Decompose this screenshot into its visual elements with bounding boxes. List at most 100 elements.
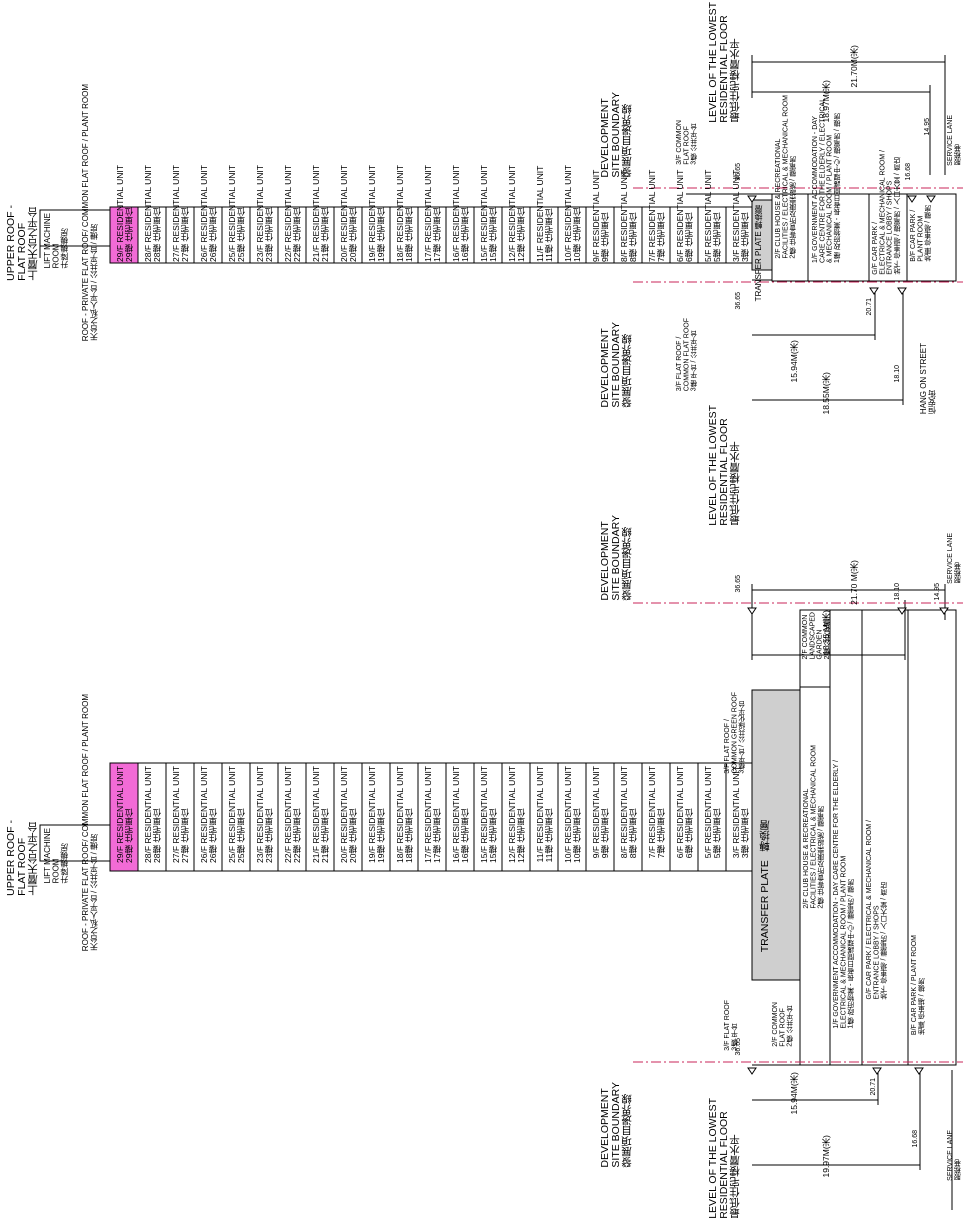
development-boundary-mid: DEVELOPMENT SITE BOUNDARY 發展項目邊界線 [599, 322, 634, 408]
a-floor-13: 15/F RESIDENTIAL UNIT 15樓 住宅單位 [479, 165, 498, 262]
b-floor-1: 28/F RESIDENTIAL UNIT 28樓 住宅單位 [143, 766, 162, 863]
a-floor-17: 9/F RESIDENTIAL UNIT 9樓 住宅單位 [591, 169, 610, 262]
level-36-65-a2: 36.65 [735, 292, 742, 310]
common-flat-roof-3f-label: 3/F COMMON FLAT ROOF 3樓 公共平台 [676, 120, 698, 165]
a-floor-3: 26/F RESIDENTIAL UNIT 26樓 住宅單位 [199, 165, 218, 262]
a-floor-2: 27/F RESIDENTIAL UNIT 27樓 住宅單位 [171, 165, 190, 262]
a-floor-0: 29/F RESIDENTIAL UNIT 29樓 住宅單位 [115, 165, 134, 262]
b-floor-9: 19/F RESIDENTIAL UNIT 19樓 住宅單位 [367, 766, 386, 863]
a-floor-4: 25/F RESIDENTIAL UNIT 25樓 住宅單位 [227, 165, 246, 262]
transfer-plate-label-a: TRANSFER PLATE 轉換層 [754, 205, 763, 302]
lift-machine-room-label-b: LIFT MACHINE ROOM 升降機機房 [43, 828, 69, 884]
podium-gf-b: G/F CAR PARK / ELECTRICAL & MECHANICAL R… [866, 820, 888, 1000]
b-floor-14: 12/F RESIDENTIAL UNIT 12樓 住宅單位 [507, 766, 526, 863]
lowest-level-label-top: LEVEL OF THE LOWEST RESIDENTIAL FLOOR 最低… [707, 2, 742, 123]
dim-21-70-b: 21.70 M(米) [849, 560, 859, 605]
level-18-10-a: 18.10 [894, 365, 901, 383]
hang-on-street: HANG ON STREET 恒安街 [919, 343, 937, 415]
a-floor-1: 28/F RESIDENTIAL UNIT 28樓 住宅單位 [143, 165, 162, 262]
a-floor-21: 5/F RESIDENTIAL UNIT 5樓 住宅單位 [703, 169, 722, 262]
b-floor-5: 23/F RESIDENTIAL UNIT 23樓 住宅單位 [255, 766, 274, 863]
podium-2f-a: 2/F CLUB HOUSE & RECREATIONAL FACILITIES… [775, 95, 797, 259]
podium-bf-a: B/F CAR PARK / PLANT ROOM 地庫 停車場 / 機房 [910, 205, 932, 262]
a-floor-6: 22/F RESIDENTIAL UNIT 22樓 住宅單位 [283, 165, 302, 262]
b-floor-13: 15/F RESIDENTIAL UNIT 15樓 住宅單位 [479, 766, 498, 863]
level-18-10-b: 18.10 [894, 583, 901, 601]
dim-21-70-a: 21.70M(米) [849, 45, 859, 88]
transfer-plate-label-b: TRANSFER PLATE 轉換層 [759, 820, 771, 953]
podium-b [799, 609, 957, 1066]
a-floor-11: 17/F RESIDENTIAL UNIT 17樓 住宅單位 [423, 165, 442, 262]
a-floor-19: 7/F RESIDENTIAL UNIT 7樓 住宅單位 [647, 169, 666, 262]
level-16-68-b: 16.68 [912, 1130, 919, 1148]
podium-bf-b: B/F CAR PARK / PLANT ROOM 地庫 停車場 / 機房 [911, 935, 926, 1036]
a-floor-22: 3/F RESIDENTIAL UNIT 3樓 住宅單位 [731, 169, 750, 262]
a-floor-5: 23/F RESIDENTIAL UNIT 23樓 住宅單位 [255, 165, 274, 262]
level-14-95-b: 14.95 [934, 583, 941, 601]
b-floor-20: 6/F RESIDENTIAL UNIT 6樓 住宅單位 [675, 766, 694, 859]
b-floor-3: 26/F RESIDENTIAL UNIT 26樓 住宅單位 [199, 766, 218, 863]
highlight-floor-29-a [109, 206, 139, 264]
b-floor-15: 11/F RESIDENTIAL UNIT 11樓 住宅單位 [535, 766, 554, 863]
a-floor-8: 20/F RESIDENTIAL UNIT 20樓 住宅單位 [339, 165, 358, 262]
level-20-71-a: 20.71 [866, 298, 873, 316]
roof-label-a: ROOF - PRIVATE FLAT ROOF/ COMMON FLAT RO… [81, 84, 99, 342]
level-16-68-a: 16.68 [905, 163, 912, 181]
a-floor-20: 6/F RESIDENTIAL UNIT 6樓 住宅單位 [675, 169, 694, 262]
b-floor-0: 29/F RESIDENTIAL UNIT 29樓 住宅單位 [115, 766, 134, 863]
podium-1f-a: 1/F GOVERNMENT ACCOMMODATION - DAY CARE … [812, 98, 842, 263]
podium-a [771, 193, 957, 282]
b-floor-22: 3/F RESIDENTIAL UNIT 3樓 住宅單位 [731, 766, 750, 859]
a-floor-14: 12/F RESIDENTIAL UNIT 12樓 住宅單位 [507, 165, 526, 262]
development-boundary-top: DEVELOPMENT SITE BOUNDARY 發展項目邊界線 [599, 92, 634, 178]
b-floor-6: 22/F RESIDENTIAL UNIT 22樓 住宅單位 [283, 766, 302, 863]
common-landscaped-garden: 2/F COMMON LANDSCAPED GARDEN 2樓 公共花園 [802, 612, 832, 660]
b-floor-12: 16/F RESIDENTIAL UNIT 16樓 住宅單位 [451, 766, 470, 863]
b-floor-4: 25/F RESIDENTIAL UNIT 25樓 住宅單位 [227, 766, 246, 863]
upper-roof-label-a: UPPER ROOF - FLAT ROOF 上層天台之平台 [5, 205, 40, 281]
a-floor-10: 18/F RESIDENTIAL UNIT 18樓 住宅單位 [395, 165, 414, 262]
service-lane-b: SERVICE LANE 服務巷 [947, 533, 962, 584]
b-floor-16: 10/F RESIDENTIAL UNIT 10樓 住宅單位 [563, 766, 582, 863]
b-floor-18: 8/F RESIDENTIAL UNIT 8樓 住宅單位 [619, 766, 638, 859]
upper-roof-label-b: UPPER ROOF - FLAT ROOF 上層天台之平台 [5, 820, 40, 896]
b-floor-19: 7/F RESIDENTIAL UNIT 7樓 住宅單位 [647, 766, 666, 859]
roof-label-b: ROOF - PRIVATE FLAT ROOF/ COMMON FLAT RO… [81, 694, 99, 952]
service-lane-a: SERVICE LANE 服務巷 [947, 115, 962, 166]
podium-2f-b: 2/F CLUB HOUSE & RECREATIONAL FACILITIES… [803, 745, 825, 909]
b-floor-11: 17/F RESIDENTIAL UNIT 17樓 住宅單位 [423, 766, 442, 863]
a-floor-12: 16/F RESIDENTIAL UNIT 16樓 住宅單位 [451, 165, 470, 262]
dim-19-97-b: 19.97M(米) [821, 1135, 831, 1178]
common-flat-roof-2f-label: 2/F COMMON FLAT ROOF 2樓 公共平台 [772, 1002, 794, 1047]
development-boundary-bot: DEVELOPMENT SITE BOUNDARY 發展項目邊界線 [599, 1082, 634, 1168]
b-floor-17: 9/F RESIDENTIAL UNIT 9樓 住宅單位 [591, 766, 610, 859]
level-36-65-b2: 36.65 [735, 1038, 742, 1056]
a-floor-15: 11/F RESIDENTIAL UNIT 11樓 住宅單位 [535, 165, 554, 262]
b-floor-7: 21/F RESIDENTIAL UNIT 21樓 住宅單位 [311, 766, 330, 863]
level-14-95-a: 14.95 [924, 118, 931, 136]
a-floor-18: 8/F RESIDENTIAL UNIT 8樓 住宅單位 [619, 169, 638, 262]
service-lane-bot: SERVICE LANE 服務巷 [947, 1130, 962, 1181]
lowest-level-label-bot: LEVEL OF THE LOWEST RESIDENTIAL FLOOR 最低… [707, 1098, 742, 1219]
dim-18-55-a: 18.55M(米) [821, 372, 831, 415]
level-36-65-b: 36.65 [735, 575, 742, 593]
b-floor-10: 18/F RESIDENTIAL UNIT 18樓 住宅單位 [395, 766, 414, 863]
b-floor-21: 5/F RESIDENTIAL UNIT 5樓 住宅單位 [703, 766, 722, 859]
flat-roof-3f-label-a: 3/F FLAT ROOF / COMMON FLAT ROOF 3樓 平台 /… [676, 318, 698, 392]
dim-15-94-b: 15.94M(米) [789, 1072, 799, 1115]
level-36-65-a: 36.65 [735, 163, 742, 181]
dim-15-94-a: 15.94M(米) [789, 340, 799, 383]
a-floor-9: 19/F RESIDENTIAL UNIT 19樓 住宅單位 [367, 165, 386, 262]
podium-gf-a: G/F CAR PARK / ELECTRICAL & MECHANICAL R… [872, 150, 902, 275]
podium-1f-b: 1/F GOVERNMENT ACCOMMODATION - DAY CARE … [833, 760, 855, 1029]
development-boundary-b: DEVELOPMENT SITE BOUNDARY 發展項目邊界線 [599, 515, 634, 601]
b-floor-8: 20/F RESIDENTIAL UNIT 20樓 住宅單位 [339, 766, 358, 863]
a-floor-16: 10/F RESIDENTIAL UNIT 10樓 住宅單位 [563, 165, 582, 262]
lowest-level-label-mid: LEVEL OF THE LOWEST RESIDENTIAL FLOOR 最低… [707, 405, 742, 526]
level-20-71-b: 20.71 [870, 1078, 877, 1096]
highlight-floor-29-b [109, 762, 139, 872]
a-floor-7: 21/F RESIDENTIAL UNIT 21樓 住宅單位 [311, 165, 330, 262]
lift-machine-room-label-a: LIFT MACHINE ROOM 升降機機房 [43, 213, 69, 269]
green-roof-label: 3/F FLAT ROOF / COMMON GREEN ROOF 3樓平台 /… [724, 692, 746, 774]
